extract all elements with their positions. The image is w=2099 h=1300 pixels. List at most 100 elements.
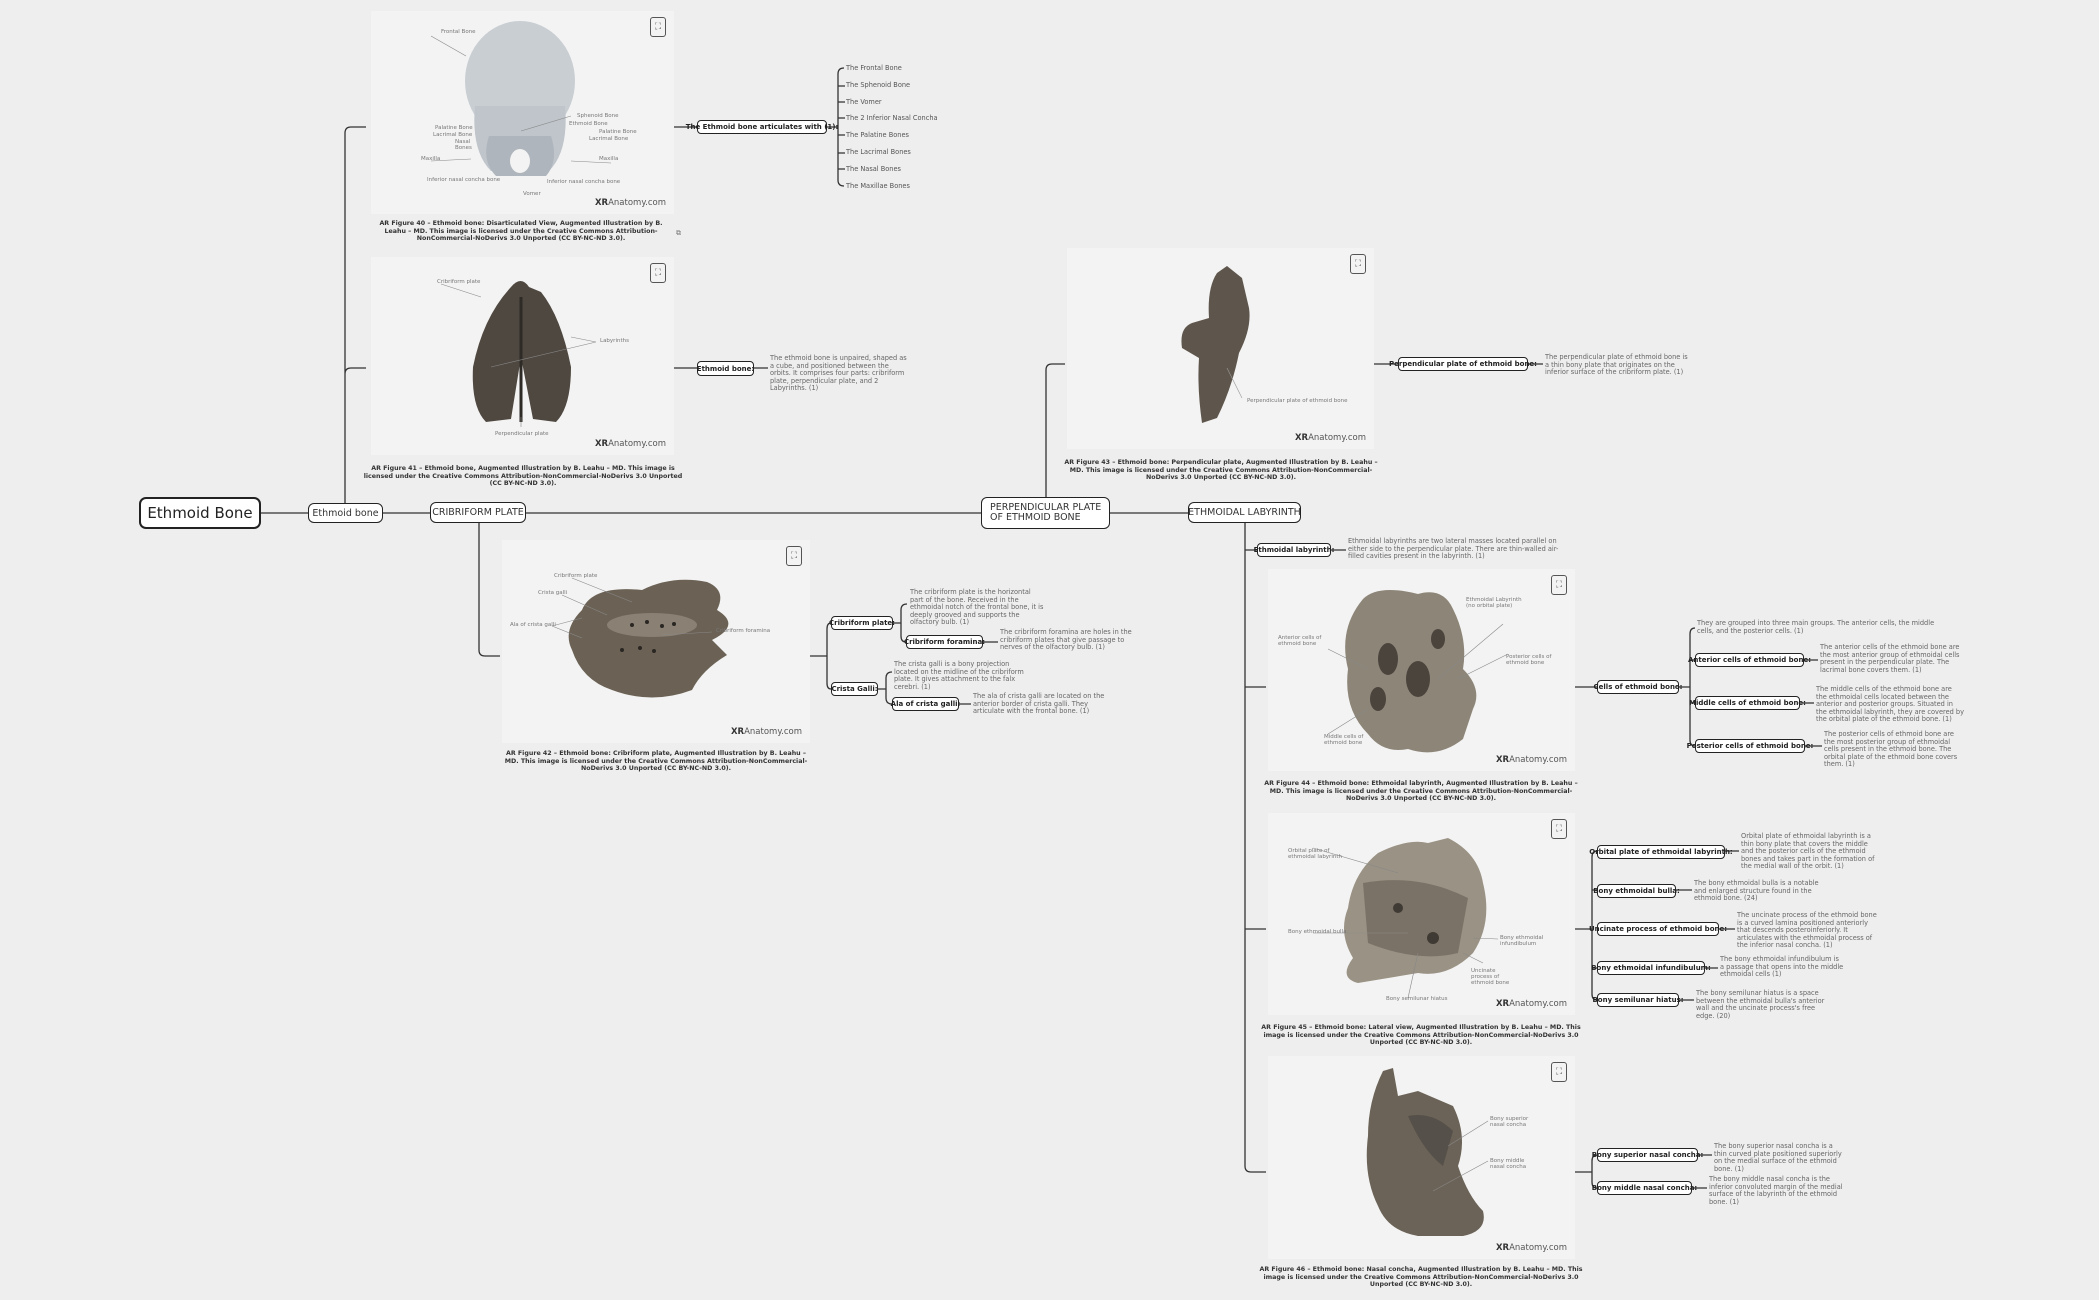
node-label: Bony ethmoidal bulla: bbox=[1593, 887, 1680, 895]
node-bony-semilunar-hiatus[interactable]: Bony semilunar hiatus: bbox=[1592, 993, 1684, 1007]
node-label: ETHMOIDAL LABYRINTH bbox=[1188, 507, 1301, 518]
node-cribriform-foramina[interactable]: Cribriform foramina: bbox=[903, 635, 986, 649]
node-uncinate-process[interactable]: Uncinate process of ethmoid bone: bbox=[1589, 922, 1727, 936]
root-node-ethmoid-bone[interactable]: Ethmoid Bone bbox=[139, 497, 261, 529]
watermark: XRAnatomy.com bbox=[594, 439, 666, 449]
expand-ar-icon[interactable]: ⛶ bbox=[1551, 819, 1567, 839]
node-label: The Ethmoid bone articulates with (1): bbox=[685, 123, 839, 131]
node-description: Orbital plate of ethmoidal labyrinth is … bbox=[1741, 832, 1875, 871]
cribriform-plate-illustration bbox=[551, 577, 729, 698]
node-middle-cells[interactable]: Middle cells of ethmoid bone: bbox=[1689, 696, 1806, 710]
node-label: Ala of crista galli: bbox=[890, 700, 961, 708]
expand-ar-icon[interactable]: ⛶ bbox=[1551, 1062, 1567, 1082]
node-label: Bony semilunar hiatus: bbox=[1592, 996, 1684, 1004]
node-ala-crista-galli[interactable]: Ala of crista galli: bbox=[890, 697, 961, 711]
node-description: The middle cells of the ethmoid bone are… bbox=[1816, 685, 1965, 724]
node-posterior-cells[interactable]: Posterior cells of ethmoid bone: bbox=[1687, 739, 1813, 753]
node-ethmoid-bone-def[interactable]: Ethmoid bone: bbox=[697, 361, 754, 376]
figure-label: Labyrinths bbox=[600, 338, 629, 344]
figure-41-image: Cribriform plate Labyrinths Perpendicula… bbox=[371, 257, 674, 455]
node-label: Cells of ethmoid bone: bbox=[1593, 683, 1683, 691]
node-ethmoidal-labyrinth-def[interactable]: Ethmoidal labyrinth: bbox=[1254, 543, 1334, 557]
root-label: Ethmoid Bone bbox=[147, 504, 253, 522]
figure-label: Posterior cells of ethmoid bone bbox=[1506, 654, 1552, 666]
figure-label: Bony superior nasal concha bbox=[1490, 1116, 1529, 1128]
figure-42-caption: AR Figure 42 – Ethmoid bone: Cribriform … bbox=[504, 750, 808, 773]
figure-label: Ethmoidal Labyrinth (no orbital plate) bbox=[1466, 597, 1522, 609]
node-cribriform-plate-def[interactable]: Cribriform plate: bbox=[829, 616, 895, 630]
node-bony-superior-nasal-concha[interactable]: Bony superior nasal concha: bbox=[1592, 1148, 1703, 1162]
node-description: They are grouped into three main groups.… bbox=[1697, 619, 1935, 635]
figure-label: Inferior nasal concha bone bbox=[547, 179, 621, 185]
node-bony-ethmoidal-bulla[interactable]: Bony ethmoidal bulla: bbox=[1593, 884, 1680, 898]
node-label: Bony ethmoidal infundibulum: bbox=[1591, 964, 1711, 972]
figure-label: Cribriform plate bbox=[554, 573, 598, 579]
figure-label: Lacrimal Bone bbox=[433, 132, 473, 138]
figure-label: Bony semilunar hiatus bbox=[1386, 996, 1448, 1002]
list-item: The Vomer bbox=[846, 98, 882, 106]
figure-label: Crista galli bbox=[538, 590, 568, 596]
watermark: XRAnatomy.com bbox=[1495, 1243, 1567, 1253]
external-link-icon[interactable]: ⧉ bbox=[676, 229, 681, 237]
list-item: The Nasal Bones bbox=[846, 165, 901, 173]
node-label: Anterior cells of ethmoid bone: bbox=[1688, 656, 1812, 664]
node-label: Posterior cells of ethmoid bone: bbox=[1686, 742, 1814, 750]
figure-label: Bony middle nasal concha bbox=[1490, 1158, 1527, 1170]
node-articulates-with[interactable]: The Ethmoid bone articulates with (1): bbox=[686, 120, 838, 134]
figure-44-caption: AR Figure 44 – Ethmoid bone: Ethmoidal l… bbox=[1264, 780, 1578, 803]
node-cells-of-ethmoid-bone[interactable]: Cells of ethmoid bone: bbox=[1594, 680, 1682, 694]
list-item: The 2 Inferior Nasal Concha bbox=[846, 114, 938, 122]
watermark: XRAnatomy.com bbox=[1495, 999, 1567, 1009]
node-label: CRIBRIFORM PLATE bbox=[432, 507, 524, 518]
figure-43-caption: AR Figure 43 – Ethmoid bone: Perpendicul… bbox=[1064, 459, 1378, 482]
expand-ar-icon[interactable]: ⛶ bbox=[650, 263, 666, 283]
node-description: The bony semilunar hiatus is a space bet… bbox=[1696, 989, 1825, 1020]
figure-46-caption: AR Figure 46 – Ethmoid bone: Nasal conch… bbox=[1259, 1266, 1583, 1289]
expand-ar-icon[interactable]: ⛶ bbox=[650, 17, 666, 37]
node-cribriform-plate[interactable]: CRIBRIFORM PLATE bbox=[430, 502, 526, 523]
skull-illustration bbox=[430, 21, 612, 176]
figure-45-image: Orbital plate of ethmoidal labyrinth Bon… bbox=[1268, 813, 1575, 1015]
expand-ar-icon[interactable]: ⛶ bbox=[786, 546, 802, 566]
node-label: Crista Galli: bbox=[831, 685, 878, 693]
node-label: Cribriform foramina: bbox=[903, 638, 986, 646]
figure-label: Maxilla bbox=[421, 156, 441, 162]
figure-label: Sphenoid Bone bbox=[577, 113, 619, 119]
node-description: The bony ethmoidal bulla is a notable an… bbox=[1694, 879, 1819, 903]
node-bony-ethmoidal-infundibulum[interactable]: Bony ethmoidal infundibulum: bbox=[1591, 961, 1711, 975]
node-description: The uncinate process of the ethmoid bone… bbox=[1737, 911, 1877, 950]
node-crista-galli[interactable]: Crista Galli: bbox=[831, 682, 878, 696]
figure-43-image: Perpendicular plate of ethmoid bone ⛶ XR… bbox=[1067, 248, 1374, 449]
node-ethmoid-bone[interactable]: Ethmoid bone bbox=[308, 503, 383, 523]
list-item: The Sphenoid Bone bbox=[846, 81, 911, 89]
expand-ar-icon[interactable]: ⛶ bbox=[1551, 575, 1567, 595]
watermark: XRAnatomy.com bbox=[594, 198, 666, 208]
figure-label: Orbital plate of ethmoidal labyrinth bbox=[1288, 848, 1342, 860]
node-orbital-plate[interactable]: Orbital plate of ethmoidal labyrinth: bbox=[1589, 845, 1733, 859]
node-description: The ethmoid bone is unpaired, shaped as … bbox=[770, 354, 907, 393]
node-label: Bony superior nasal concha: bbox=[1591, 1151, 1704, 1159]
node-description: The posterior cells of ethmoid bone are … bbox=[1824, 730, 1958, 769]
expand-ar-icon[interactable]: ⛶ bbox=[1350, 254, 1366, 274]
node-label: Perpendicular plate of ethmoid bone: bbox=[1389, 360, 1537, 368]
node-perpendicular-plate[interactable]: PERPENDICULAR PLATE OF ETHMOID BONE bbox=[981, 497, 1110, 529]
node-perpendicular-plate-def[interactable]: Perpendicular plate of ethmoid bone: bbox=[1389, 357, 1537, 371]
node-bony-middle-nasal-concha[interactable]: Bony middle nasal concha: bbox=[1592, 1181, 1697, 1195]
nasal-concha-illustration bbox=[1366, 1068, 1489, 1236]
list-item: The Lacrimal Bones bbox=[846, 148, 911, 156]
figure-label: Bony ethmoidal bulla bbox=[1288, 929, 1347, 935]
node-description: The ala of crista galli are located on t… bbox=[973, 692, 1105, 716]
figure-41-caption: AR Figure 41 – Ethmoid bone, Augmented I… bbox=[363, 465, 683, 488]
figure-label: Ala of crista galli bbox=[510, 622, 556, 628]
list-item: The Maxillae Bones bbox=[846, 182, 910, 190]
figure-label: Anterior cells of ethmoid bone bbox=[1278, 635, 1322, 647]
figure-label: Perpendicular plate of ethmoid bone bbox=[1247, 398, 1348, 404]
node-anterior-cells[interactable]: Anterior cells of ethmoid bone: bbox=[1688, 653, 1811, 667]
node-ethmoidal-labyrinth[interactable]: ETHMOIDAL LABYRINTH bbox=[1188, 502, 1301, 523]
figure-label: Palatine Bone bbox=[599, 129, 637, 135]
node-label: Middle cells of ethmoid bone: bbox=[1689, 699, 1806, 707]
figure-46-image: Bony superior nasal concha Bony middle n… bbox=[1268, 1056, 1575, 1259]
figure-40-image: Frontal Bone Sphenoid Bone Ethmoid Bone … bbox=[371, 11, 674, 214]
figure-label: Cribriform plate bbox=[437, 279, 481, 285]
node-label: Ethmoid bone bbox=[312, 507, 379, 519]
